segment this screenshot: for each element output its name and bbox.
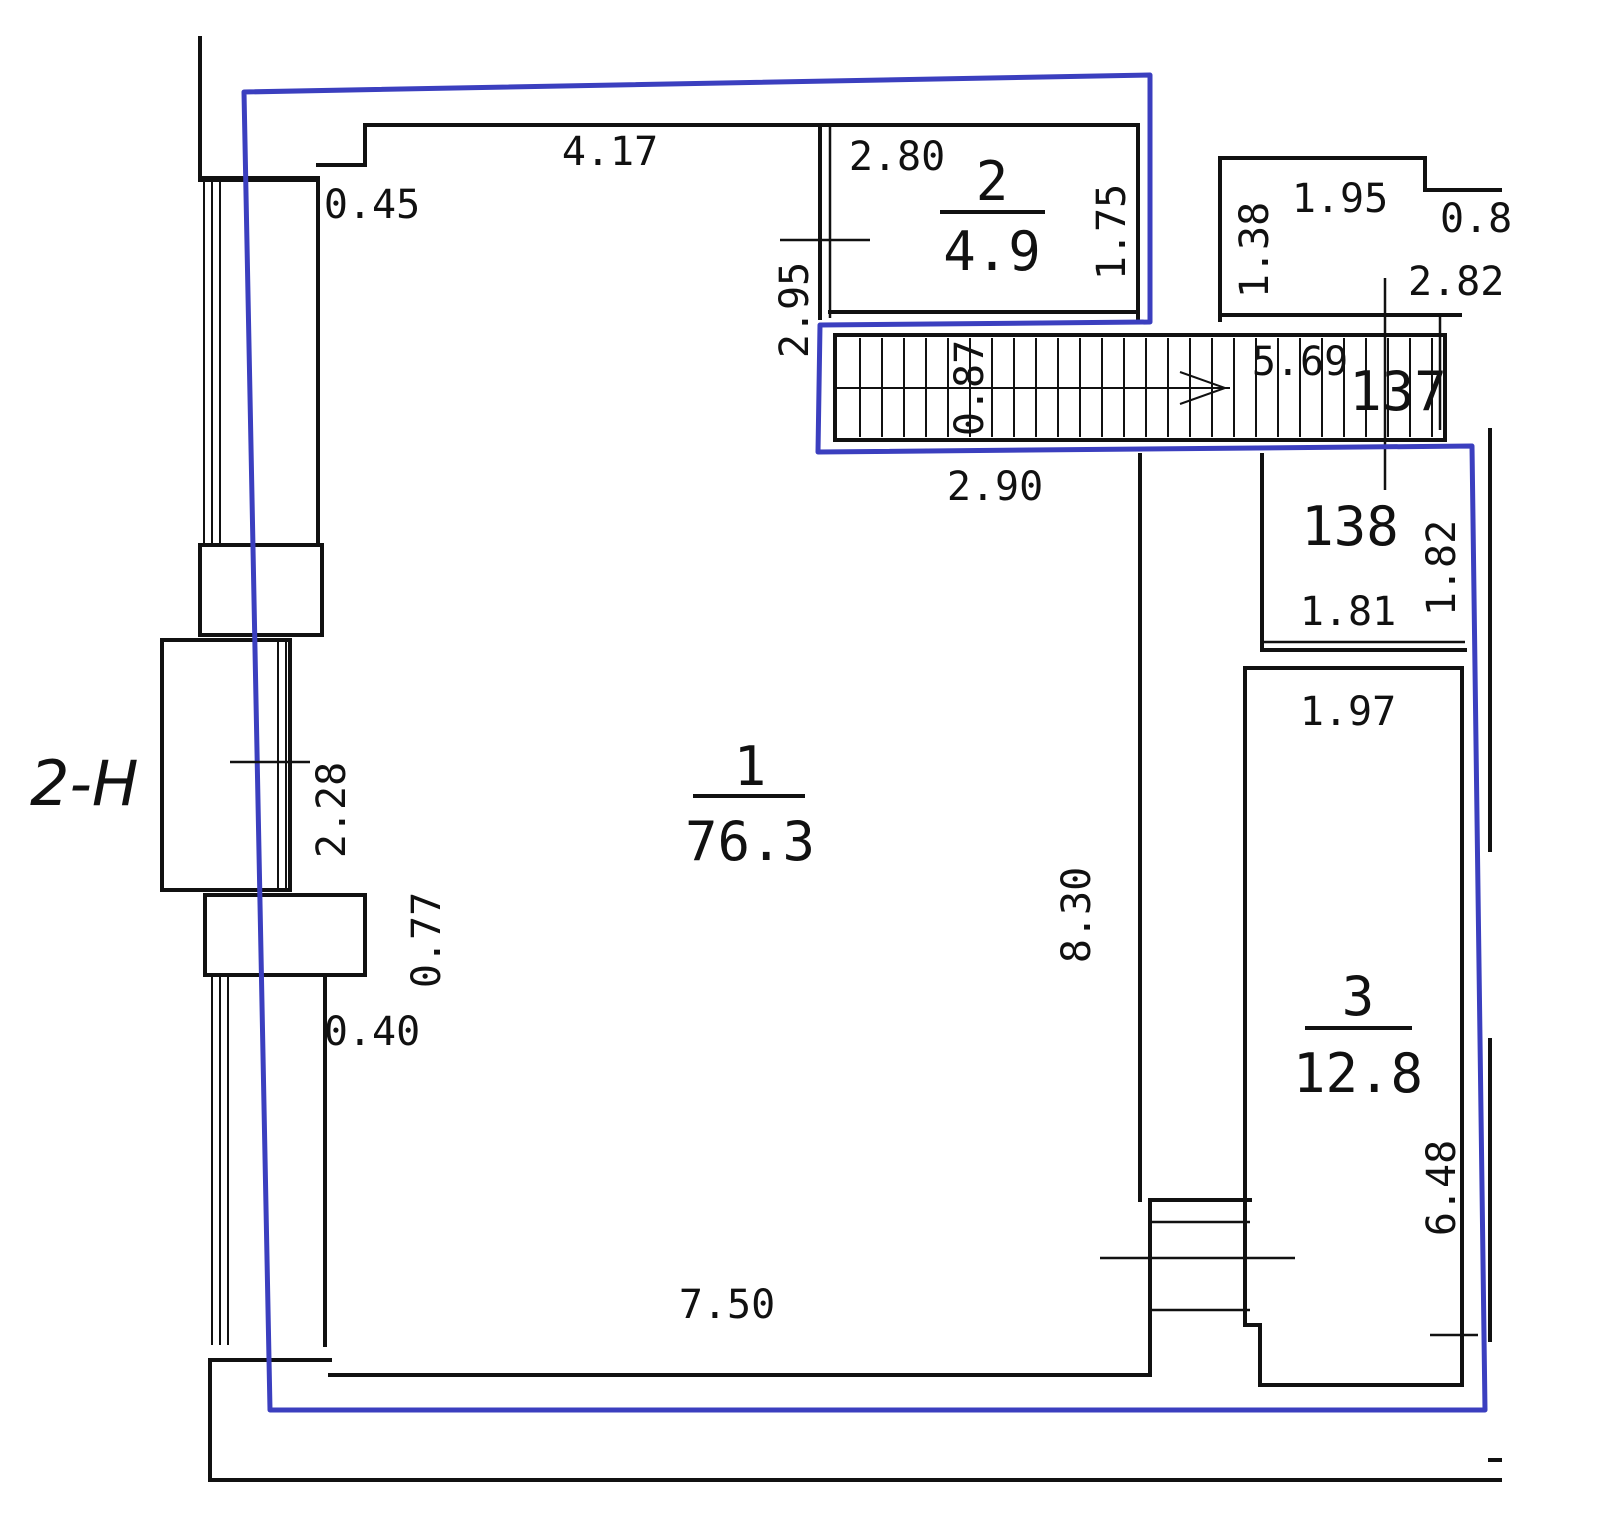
- left-window-wall: [160, 176, 367, 1347]
- svg-text:3: 3: [1342, 965, 1375, 1028]
- room-3-label: 3 12.8: [1293, 965, 1423, 1105]
- dim-stair-b: 5.69: [1252, 339, 1348, 385]
- dim-r3-width: 1.97: [1300, 689, 1396, 735]
- room-138-walls: [1260, 453, 1467, 652]
- room-2-label: 2 4.9: [940, 150, 1045, 283]
- exterior-walls: [198, 36, 1502, 1482]
- dim-r138-width: 1.81: [1300, 589, 1396, 635]
- dim-room2-left: 2.95: [772, 262, 818, 358]
- room-2-walls: [780, 123, 1140, 320]
- dim-ne-small: 0.8: [1440, 196, 1512, 242]
- dim-window-mid: 2.28: [309, 762, 355, 858]
- dim-ne-right: 2.82: [1408, 259, 1504, 305]
- dim-top-wall: 4.17: [562, 129, 658, 175]
- dim-main-height: 8.30: [1054, 867, 1100, 963]
- room-137-label: 137: [1349, 360, 1447, 423]
- dim-pier: 0.77: [404, 892, 450, 988]
- stair-corridor: [833, 333, 1447, 442]
- room-3-walls: [1243, 428, 1492, 1387]
- dim-r138-height: 1.82: [1419, 520, 1465, 616]
- svg-text:2: 2: [976, 150, 1009, 213]
- dim-stair-width: 2.90: [947, 464, 1043, 510]
- dim-stair-a: 0.87: [947, 340, 993, 436]
- svg-text:1: 1: [734, 735, 767, 798]
- dimension-labels: 4.17 0.45 2.80 2.90 5.69 7.50 0.40 1.81 …: [309, 129, 1512, 1328]
- dim-r3-height: 6.48: [1419, 1140, 1465, 1236]
- room-138-label: 138: [1301, 495, 1399, 558]
- dim-left-step-top: 0.45: [324, 182, 420, 228]
- dim-room2-height: 1.75: [1089, 184, 1135, 280]
- ne-room-walls: [1218, 156, 1502, 490]
- room-1-label: 1 76.3: [685, 735, 815, 873]
- dim-ne-height: 1.38: [1232, 202, 1278, 298]
- side-label: 2-Н: [30, 747, 138, 820]
- area-boundary: [241, 72, 1488, 1413]
- dim-room2-width: 2.80: [849, 134, 945, 180]
- room-1-walls: [316, 123, 1295, 1377]
- svg-text:76.3: 76.3: [685, 810, 815, 873]
- svg-text:12.8: 12.8: [1293, 1042, 1423, 1105]
- dim-ne-width: 1.95: [1292, 176, 1388, 222]
- dim-main-bottom: 7.50: [679, 1282, 775, 1328]
- dim-left-step-bottom: 0.40: [324, 1009, 420, 1055]
- svg-text:4.9: 4.9: [943, 220, 1041, 283]
